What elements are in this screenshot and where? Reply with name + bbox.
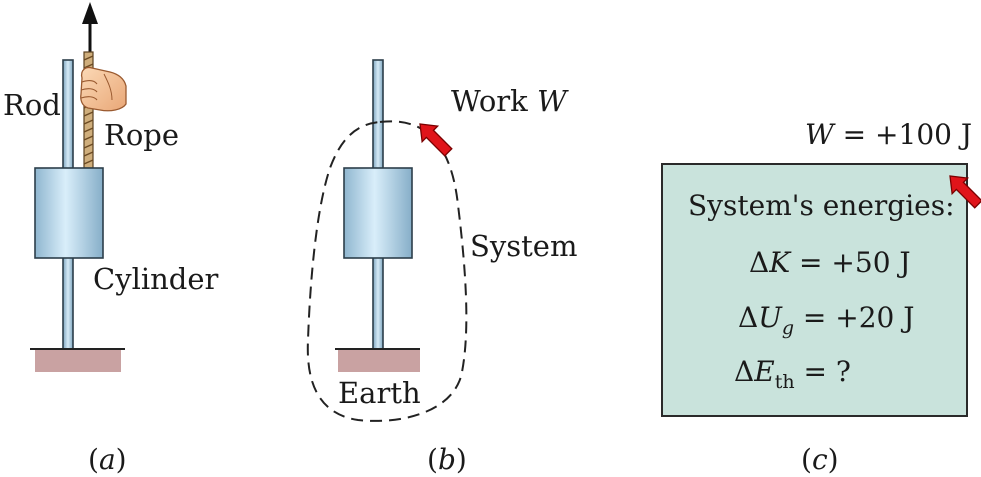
u-subscript: g: [781, 317, 795, 339]
caption-b-letter: b: [437, 443, 456, 476]
panel-c: [661, 163, 981, 417]
work-value-label: W = +100 J: [805, 121, 972, 149]
u-var: U: [758, 301, 782, 334]
pull-arrow-head: [82, 2, 98, 24]
earth-label: Earth: [338, 376, 421, 410]
rope-label: Rope: [104, 118, 180, 152]
caption-b: (b): [427, 443, 467, 476]
delta-e-symbol: Δ: [734, 355, 755, 388]
cylinder-a: [34, 167, 104, 259]
panel-b: [306, 59, 468, 422]
caption-c-letter: c: [811, 443, 828, 476]
e-subscript: th: [774, 371, 795, 393]
work-in-arrow-icon: [949, 175, 981, 209]
work-value-var: W: [805, 118, 834, 151]
work-label-text: Work: [451, 84, 537, 118]
cylinder-label: Cylinder: [93, 262, 219, 296]
earth-block: [338, 350, 420, 372]
delta-k-symbol: Δ: [749, 246, 770, 279]
rod-label: Rod: [3, 88, 61, 122]
work-value-text: = +100 J: [833, 118, 973, 151]
energy-box-title: System's energies:: [688, 189, 955, 222]
caption-a-letter: a: [98, 443, 116, 476]
e-var: E: [754, 355, 775, 388]
caption-a: (a): [88, 443, 127, 476]
hand-icon: [80, 66, 127, 112]
system-label: System: [470, 229, 578, 263]
u-value: = +20 J: [794, 301, 915, 334]
k-value: = +50 J: [790, 246, 911, 279]
delta-u-symbol: Δ: [738, 301, 759, 334]
k-var: K: [769, 246, 791, 279]
work-label: Work W: [451, 87, 567, 116]
delta-eth-line: ΔEth = ?: [734, 358, 851, 392]
panel-a: [30, 2, 127, 372]
delta-k-line: ΔK = +50 J: [749, 249, 911, 277]
work-label-var: W: [536, 84, 567, 118]
ground-a: [35, 350, 121, 372]
e-value: = ?: [794, 355, 851, 388]
work-arrow-icon: [419, 123, 453, 157]
delta-ug-line: ΔUg = +20 J: [738, 304, 915, 338]
energy-box: [661, 163, 968, 417]
caption-c: (c): [801, 443, 839, 476]
cylinder-b: [343, 167, 413, 259]
